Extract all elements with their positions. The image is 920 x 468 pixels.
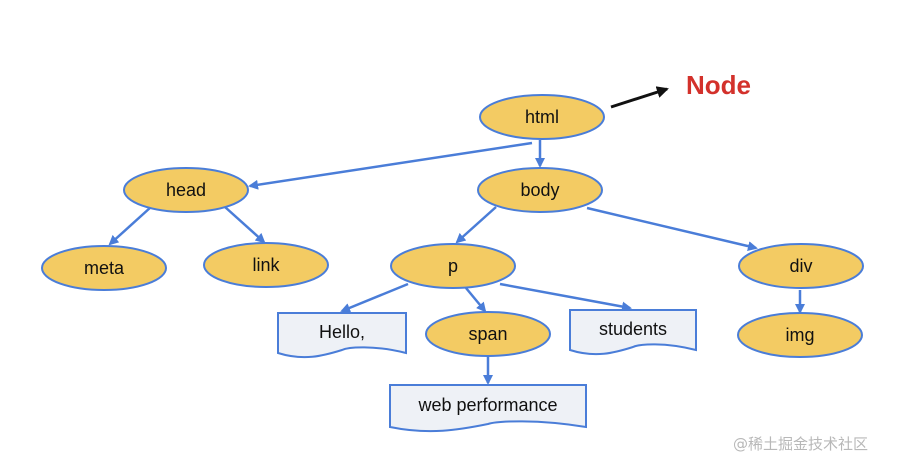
node-p-label: p	[448, 256, 458, 276]
node-span: span	[425, 311, 551, 357]
node-webperf-label: web performance	[417, 395, 557, 415]
node-students: students	[569, 309, 697, 356]
node-img: img	[737, 312, 863, 358]
node-html: html	[479, 94, 605, 140]
edge-body-to-p	[455, 206, 497, 244]
edge-body-to-div	[586, 206, 758, 252]
node-students-shape	[569, 309, 697, 356]
node-p-shape	[390, 243, 516, 289]
node-link: link	[203, 242, 329, 288]
edge-p-to-span	[465, 287, 487, 313]
edges-layer	[108, 140, 805, 385]
node-span-shape	[425, 311, 551, 357]
node-div-label: div	[789, 256, 812, 276]
node-p: p	[390, 243, 516, 289]
node-meta-label: meta	[84, 258, 125, 278]
node-div-shape	[738, 243, 864, 289]
node-webperf: web performance	[389, 384, 587, 433]
node-head-shape	[123, 167, 249, 213]
node-students-label: students	[599, 319, 667, 339]
callout-arrow-icon	[610, 86, 669, 109]
node-hello-shape	[277, 312, 407, 359]
node-img-shape	[737, 312, 863, 358]
node-html-label: html	[525, 107, 559, 127]
node-html-shape	[479, 94, 605, 140]
node-webperf-shape	[389, 384, 587, 433]
node-hello: Hello,	[277, 312, 407, 359]
node-link-shape	[203, 242, 329, 288]
node-head-label: head	[166, 180, 206, 200]
node-callout: Node	[610, 70, 751, 109]
node-body-shape	[477, 167, 603, 213]
node-body: body	[477, 167, 603, 213]
node-meta: meta	[41, 245, 167, 291]
node-hello-label: Hello,	[319, 322, 365, 342]
node-head: head	[123, 167, 249, 213]
node-body-label: body	[520, 180, 559, 200]
node-div: div	[738, 243, 864, 289]
node-span-label: span	[468, 324, 507, 344]
edge-head-to-meta	[108, 206, 152, 246]
edge-html-to-head	[248, 141, 533, 190]
node-callout-label: Node	[686, 70, 751, 100]
watermark: @稀土掘金技术社区	[733, 435, 868, 453]
node-link-label: link	[252, 255, 280, 275]
node-img-label: img	[785, 325, 814, 345]
edge-head-to-link	[224, 206, 266, 244]
edge-p-to-hello	[340, 282, 409, 313]
node-meta-shape	[41, 245, 167, 291]
edge-p-to-students	[499, 282, 632, 312]
